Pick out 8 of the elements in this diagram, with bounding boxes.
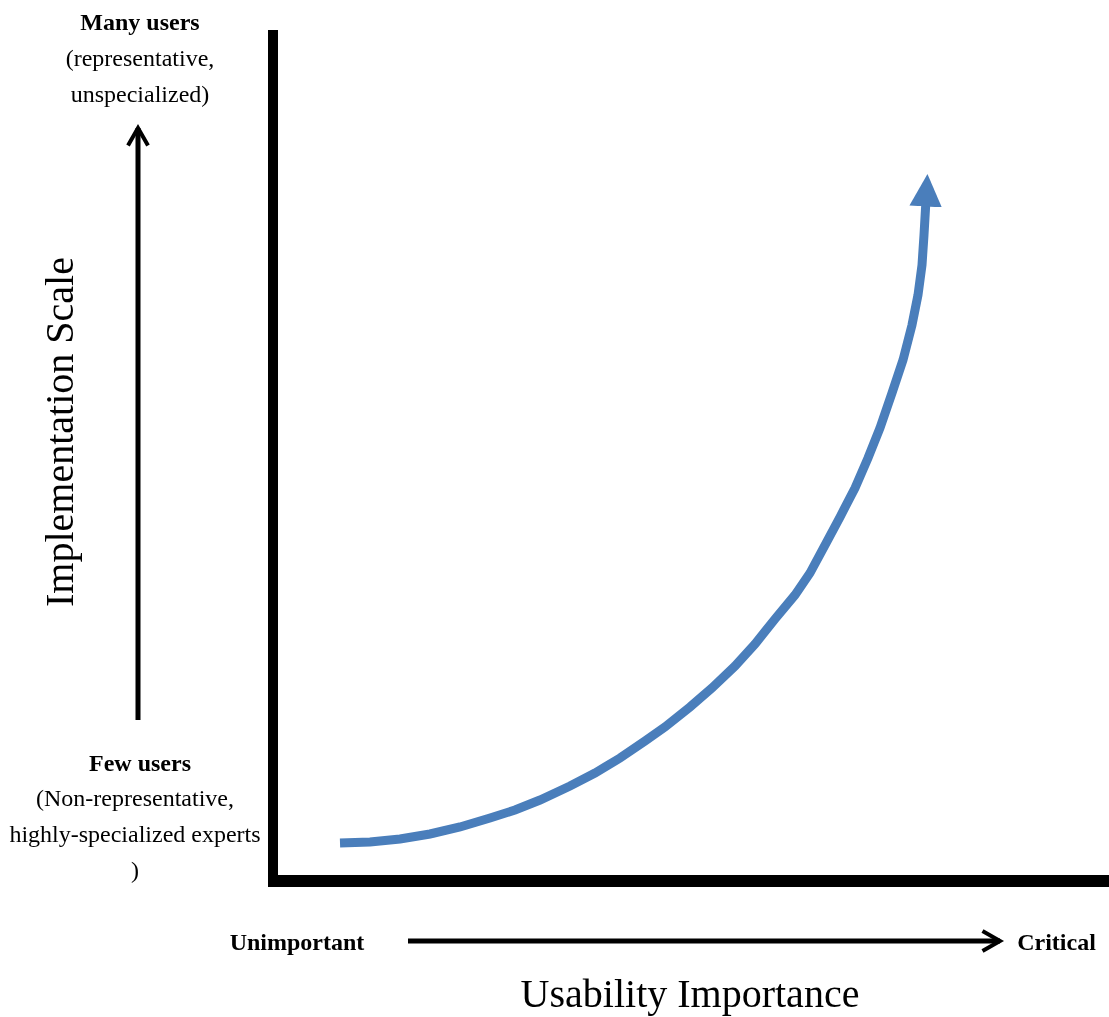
axis-end-label: Critical bbox=[1016, 928, 1097, 957]
heading-label: Many users bbox=[79, 8, 201, 37]
axis-title: Implementation Scale bbox=[36, 256, 83, 609]
description-label: (Non-representative, highly-specialized experts ) bbox=[8, 784, 262, 885]
axis-end-label: Unimportant bbox=[228, 928, 366, 957]
description-label: (representative, unspecialized) bbox=[64, 44, 216, 109]
axis-title: Usability Importance bbox=[519, 970, 861, 1017]
heading-label: Few users bbox=[88, 749, 192, 778]
